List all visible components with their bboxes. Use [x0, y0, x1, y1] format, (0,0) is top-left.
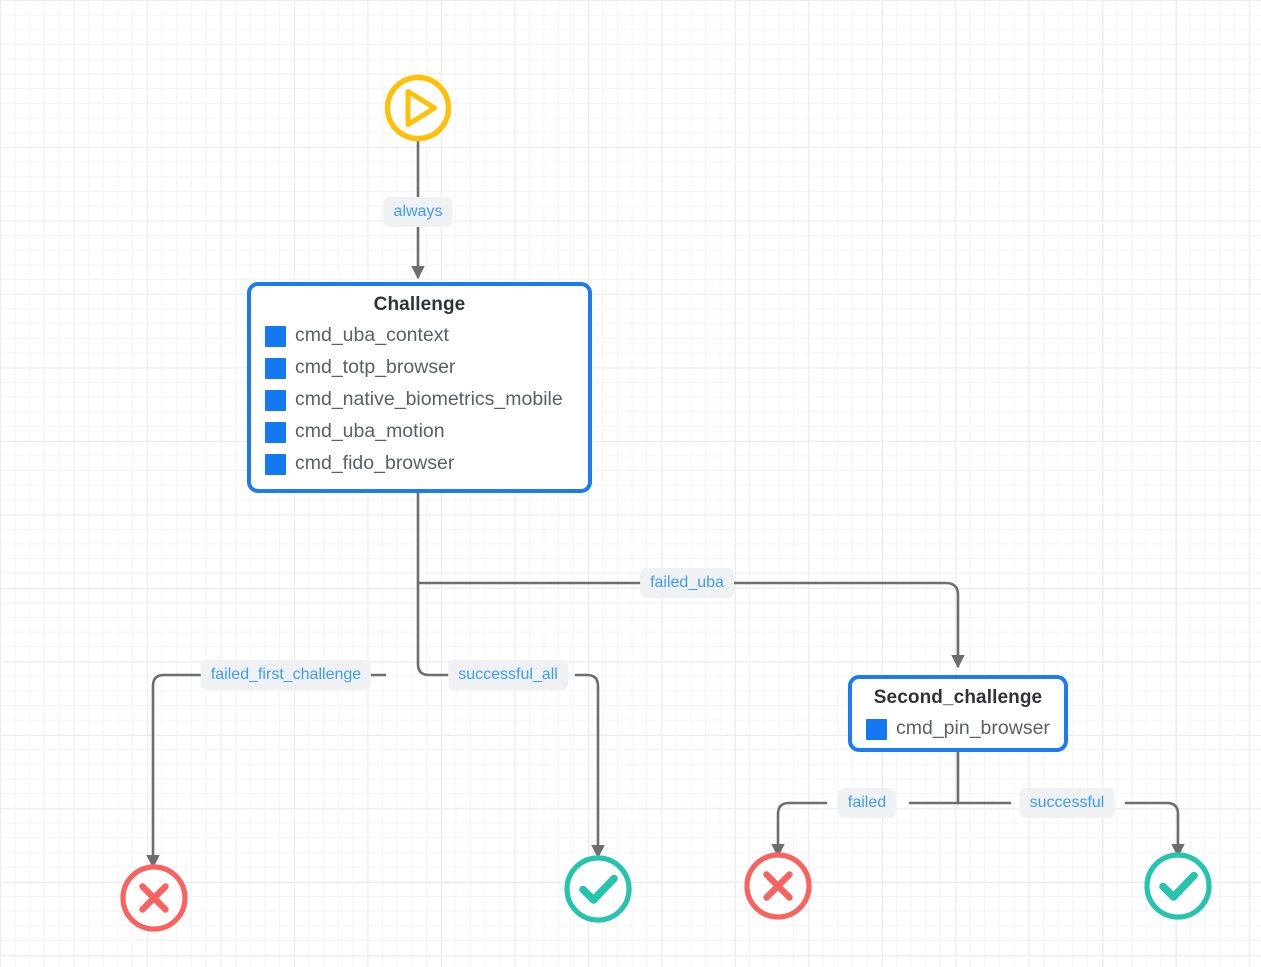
command-swatch-icon [265, 325, 286, 347]
command-row[interactable]: cmd_totp_browser [265, 352, 574, 384]
node-second-challenge[interactable]: Second_challenge cmd_pin_browser [848, 675, 1068, 752]
check-circle-icon [1144, 852, 1212, 920]
terminal-failure-left[interactable] [116, 860, 192, 936]
command-row[interactable]: cmd_pin_browser [866, 713, 1050, 745]
play-circle-icon [384, 74, 452, 142]
command-label: cmd_uba_context [295, 324, 449, 347]
command-swatch-icon [265, 421, 286, 443]
x-circle-icon [120, 864, 188, 932]
command-label: cmd_pin_browser [896, 717, 1050, 740]
command-label: cmd_fido_browser [295, 452, 455, 475]
command-swatch-icon [265, 357, 286, 379]
command-swatch-icon [265, 389, 286, 411]
node-challenge[interactable]: Challenge cmd_uba_context cmd_totp_brows… [247, 282, 592, 493]
edge-label-always[interactable]: always [383, 197, 453, 227]
node-challenge-title: Challenge [373, 294, 466, 315]
terminal-success-left[interactable] [560, 851, 636, 927]
command-row[interactable]: cmd_native_biometrics_mobile [265, 384, 574, 416]
command-row[interactable]: cmd_fido_browser [265, 448, 574, 480]
command-label: cmd_totp_browser [295, 356, 456, 379]
x-circle-icon [744, 852, 812, 920]
terminal-failure-right[interactable] [740, 848, 816, 924]
terminal-success-right[interactable] [1140, 848, 1216, 924]
start-node[interactable] [381, 71, 455, 145]
command-label: cmd_native_biometrics_mobile [295, 388, 563, 411]
command-row[interactable]: cmd_uba_motion [265, 416, 574, 448]
command-row[interactable]: cmd_uba_context [265, 320, 574, 352]
edge-label-failed[interactable]: failed [837, 788, 897, 818]
edge-label-successful[interactable]: successful [1019, 788, 1115, 818]
command-swatch-icon [265, 453, 286, 475]
command-swatch-icon [866, 718, 887, 740]
edge-label-successful-all[interactable]: successful_all [448, 660, 568, 690]
command-label: cmd_uba_motion [295, 420, 445, 443]
edge-label-failed-first-challenge[interactable]: failed_first_challenge [200, 660, 372, 690]
edge-label-failed-uba[interactable]: failed_uba [640, 568, 734, 598]
node-second-challenge-title: Second_challenge [873, 687, 1043, 708]
check-circle-icon [564, 855, 632, 923]
